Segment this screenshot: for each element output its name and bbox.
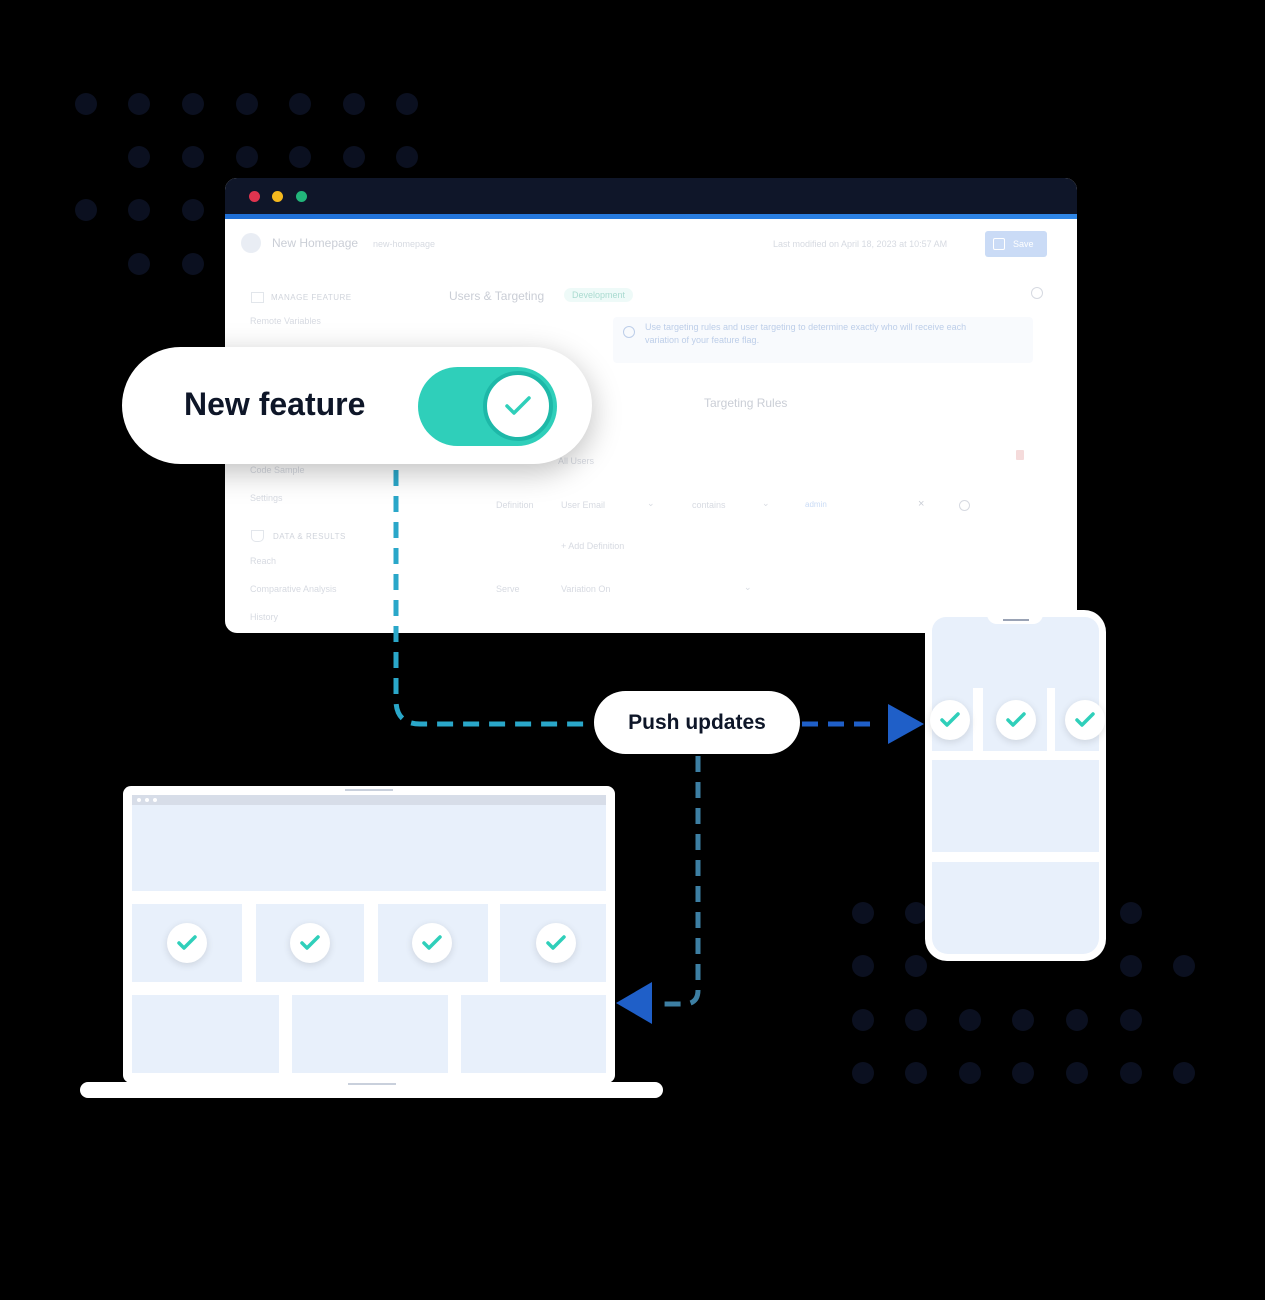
check-icon bbox=[996, 700, 1036, 740]
definition-value-chip[interactable]: admin bbox=[805, 500, 827, 509]
remove-icon[interactable] bbox=[959, 500, 970, 511]
sidebar-item-settings[interactable]: Settings bbox=[250, 493, 283, 503]
serve-select[interactable]: Variation On bbox=[561, 584, 611, 594]
back-icon[interactable] bbox=[241, 233, 261, 253]
arrow-right-icon bbox=[888, 704, 924, 744]
feature-slug: new-homepage bbox=[373, 239, 436, 249]
laptop-screen bbox=[123, 786, 615, 1083]
info-text-line-2: variation of your feature flag. bbox=[645, 335, 760, 345]
info-icon bbox=[623, 326, 635, 338]
browser-title-bar bbox=[225, 178, 1077, 214]
sidebar-item-reach[interactable]: Reach bbox=[250, 556, 277, 566]
definition-label: Definition bbox=[496, 500, 534, 510]
connector-from-toggle bbox=[393, 470, 592, 727]
sidebar-heading-data: DATA & RESULTS bbox=[273, 532, 346, 541]
add-definition-link[interactable]: + Add Definition bbox=[561, 541, 625, 551]
feature-toggle-switch[interactable] bbox=[418, 367, 557, 446]
save-button[interactable]: Save bbox=[985, 231, 1047, 257]
laptop-content-panel bbox=[292, 995, 448, 1073]
chevron-down-icon: ⌄ bbox=[744, 582, 752, 592]
feature-page: New Homepage new-homepage Last modified … bbox=[225, 219, 1077, 633]
phone-speaker bbox=[1003, 619, 1029, 621]
check-icon bbox=[167, 923, 207, 963]
info-text-line-1: Use targeting rules and user targeting t… bbox=[645, 322, 967, 332]
laptop-camera bbox=[345, 789, 393, 791]
laptop-hero-panel bbox=[132, 805, 606, 891]
laptop-browser-bar bbox=[132, 795, 606, 805]
check-icon bbox=[505, 396, 531, 415]
maximize-dot-icon[interactable] bbox=[296, 191, 307, 202]
environment-badge: Development bbox=[564, 288, 634, 302]
phone-notch bbox=[987, 610, 1043, 624]
manage-feature-icon bbox=[251, 292, 264, 303]
link-icon[interactable] bbox=[1031, 287, 1043, 299]
push-updates-label: Push updates bbox=[628, 711, 766, 734]
browser-accent-bar bbox=[225, 214, 1077, 219]
sidebar-item-code-sample[interactable]: Code Sample bbox=[250, 465, 305, 475]
check-icon bbox=[290, 923, 330, 963]
sidebar-item-comparative-analysis[interactable]: Comparative Analysis bbox=[250, 584, 337, 594]
sidebar-item-history[interactable]: History bbox=[250, 612, 279, 622]
connector-to-laptop bbox=[660, 756, 701, 1007]
save-button-label: Save bbox=[1013, 239, 1034, 249]
data-results-icon bbox=[251, 530, 264, 542]
sidebar-item-remote-variables[interactable]: Remote Variables bbox=[250, 316, 321, 326]
info-box: Use targeting rules and user targeting t… bbox=[613, 317, 1033, 363]
phone-header-panel bbox=[932, 617, 1099, 688]
laptop-content-panel bbox=[461, 995, 606, 1073]
feature-title: New Homepage bbox=[272, 236, 359, 250]
push-updates-badge: Push updates bbox=[594, 691, 800, 754]
arrow-left-icon bbox=[616, 982, 652, 1024]
feature-toggle-card: New feature bbox=[122, 347, 592, 464]
minimize-dot-icon[interactable] bbox=[272, 191, 283, 202]
close-dot-icon[interactable] bbox=[249, 191, 260, 202]
chevron-down-icon: ⌄ bbox=[762, 498, 770, 508]
sidebar-heading-manage: MANAGE FEATURE bbox=[271, 293, 352, 302]
phone-content-panel bbox=[932, 760, 1099, 852]
definition-field-select[interactable]: User Email bbox=[561, 500, 606, 510]
chevron-down-icon: ⌄ bbox=[647, 498, 655, 508]
phone-device bbox=[925, 610, 1106, 961]
check-icon bbox=[412, 923, 452, 963]
check-icon bbox=[1065, 700, 1105, 740]
phone-content-panel bbox=[932, 862, 1099, 954]
targeting-rules-heading: Targeting Rules bbox=[704, 396, 788, 410]
laptop-content-panel bbox=[132, 995, 279, 1073]
trash-icon[interactable] bbox=[1016, 450, 1024, 460]
definition-operator-select[interactable]: contains bbox=[692, 500, 726, 510]
feature-toggle-label: New feature bbox=[184, 386, 366, 422]
last-modified: Last modified on April 18, 2023 at 10:57… bbox=[773, 239, 948, 249]
section-title: Users & Targeting bbox=[449, 289, 545, 303]
check-icon bbox=[536, 923, 576, 963]
laptop-hinge bbox=[348, 1083, 396, 1085]
rule-title: All Users bbox=[558, 456, 595, 466]
save-icon bbox=[993, 238, 1005, 250]
laptop-base bbox=[80, 1082, 663, 1098]
check-icon bbox=[930, 700, 970, 740]
close-icon[interactable]: × bbox=[918, 498, 925, 510]
toggle-knob[interactable] bbox=[483, 371, 553, 441]
serve-label: Serve bbox=[496, 584, 520, 594]
